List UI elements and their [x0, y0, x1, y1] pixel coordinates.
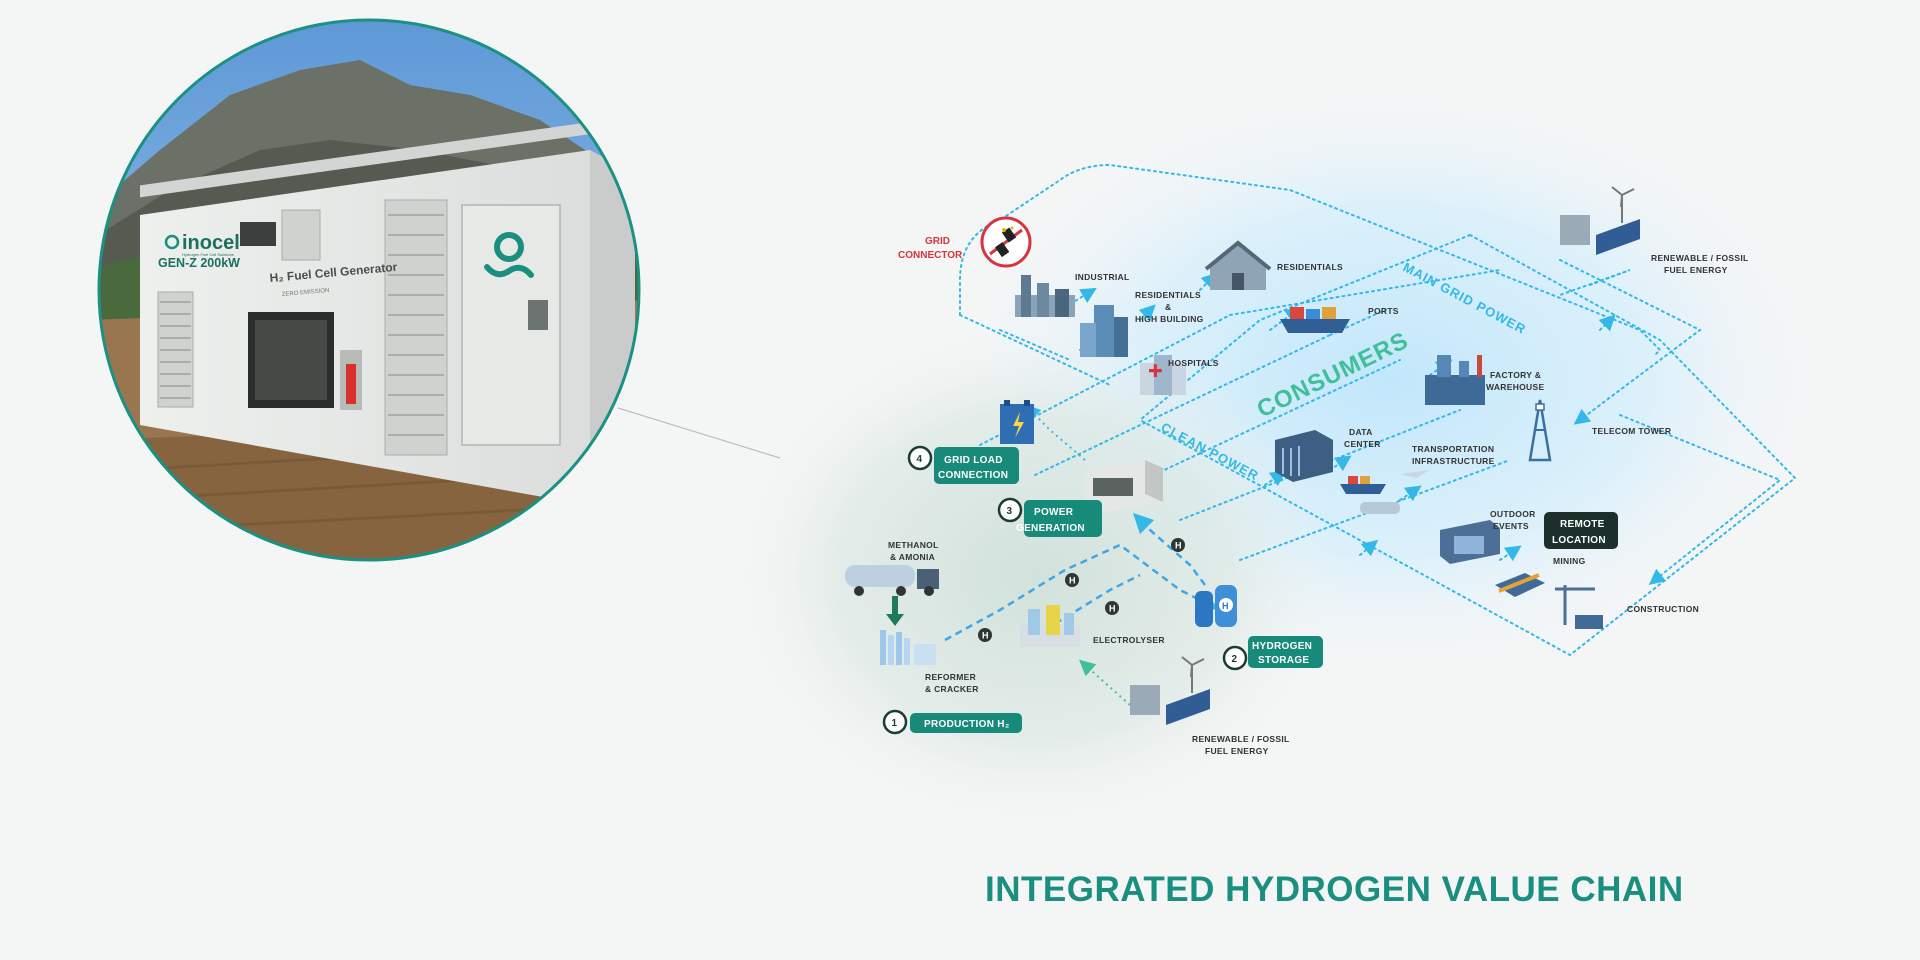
svg-text:3: 3 — [1007, 506, 1013, 517]
industrial-icon — [1015, 275, 1075, 317]
generator-brand-tagline: Hydrogen Fuel Cell Solutions — [182, 252, 234, 257]
svg-text:H: H — [1222, 601, 1229, 611]
grid-connector-label-2: CONNECTOR — [898, 250, 963, 261]
residentials-label: RESIDENTIALS — [1277, 262, 1343, 272]
reformer-icon — [880, 630, 936, 665]
svg-text:POWER: POWER — [1034, 507, 1074, 518]
transport-label-1: TRANSPORTATION — [1412, 444, 1494, 454]
renewable-bottom-label-2: FUEL ENERGY — [1205, 746, 1269, 756]
svg-text:GRID LOAD: GRID LOAD — [944, 455, 1003, 466]
generator-photo — [99, 20, 639, 560]
high-building-icon — [1080, 305, 1128, 357]
svg-text:H: H — [1069, 576, 1076, 586]
hospital-icon — [1140, 355, 1186, 395]
res-high-label-3: HIGH BUILDING — [1135, 314, 1204, 324]
res-high-label-2: & — [1165, 302, 1171, 312]
stage-2-badge: 2 HYDROGEN STORAGE — [1222, 636, 1323, 671]
h-marker: H — [1065, 573, 1079, 587]
tanker-truck-icon — [845, 565, 939, 596]
reformer-label-2: & CRACKER — [925, 684, 979, 694]
remote-location-badge: REMOTE LOCATION — [1544, 512, 1618, 549]
svg-text:1: 1 — [892, 718, 898, 729]
ports-label: PORTS — [1368, 306, 1399, 316]
data-center-icon — [1275, 430, 1333, 482]
grid-connector-icon — [980, 216, 1032, 268]
h-marker: H — [1105, 601, 1119, 615]
svg-text:CONNECTION: CONNECTION — [938, 470, 1008, 481]
ship-icon — [1280, 307, 1350, 333]
inocel-logo-icon — [484, 232, 534, 278]
renewable-energy-bottom-icon — [1130, 656, 1210, 725]
electrolyser-icon — [1020, 605, 1080, 647]
transformer-icon — [1000, 400, 1034, 444]
callout-line — [617, 407, 781, 459]
generator-note: ZERO EMISSION — [282, 288, 330, 298]
truck-down-arrow-icon — [886, 596, 904, 626]
reformer-label-1: REFORMER — [925, 672, 976, 682]
electrolyser-label: ELECTROLYSER — [1093, 635, 1165, 645]
svg-text:GENERATION: GENERATION — [1016, 523, 1085, 534]
house-icon — [1204, 240, 1272, 290]
methanol-label-1: METHANOL — [888, 540, 939, 550]
renewable-energy-top-icon — [1560, 186, 1640, 255]
telecom-label: TELECOM TOWER — [1592, 426, 1671, 436]
transport-icon — [1340, 470, 1430, 514]
mining-icon — [1495, 573, 1545, 597]
svg-text:2: 2 — [1232, 654, 1238, 665]
generator-model: GEN-Z 200kW — [158, 256, 240, 270]
renewable-feed-line — [1079, 659, 1131, 706]
outdoor-events-icon — [1440, 520, 1500, 564]
svg-text:REMOTE: REMOTE — [1560, 519, 1605, 530]
h-markers: H H H H — [978, 538, 1185, 642]
stage-3-badge: 3 POWER GENERATION — [997, 497, 1102, 537]
svg-text:HYDROGEN: HYDROGEN — [1252, 641, 1312, 652]
res-high-label-1: RESIDENTIALS — [1135, 290, 1201, 300]
svg-text:STORAGE: STORAGE — [1258, 655, 1309, 666]
svg-text:PRODUCTION H₂: PRODUCTION H₂ — [924, 719, 1010, 730]
renewable-bottom-label-1: RENEWABLE / FOSSIL — [1192, 734, 1290, 744]
factory-label-2: WAREHOUSE — [1486, 382, 1544, 392]
svg-text:H: H — [982, 631, 989, 641]
renewable-top-label-1: RENEWABLE / FOSSIL — [1651, 253, 1749, 263]
transport-label-2: INFRASTRUCTURE — [1412, 456, 1495, 466]
data-center-label-1: DATA — [1349, 427, 1373, 437]
svg-text:LOCATION: LOCATION — [1552, 535, 1606, 546]
generator-brand: inocel — [182, 232, 240, 254]
industrial-label: INDUSTRIAL — [1075, 272, 1129, 282]
construction-label: CONSTRUCTION — [1627, 604, 1699, 614]
mining-label: MINING — [1553, 556, 1586, 566]
outdoor-label-1: OUTDOOR — [1490, 509, 1536, 519]
photo-frame — [97, 18, 641, 562]
outdoor-label-2: EVENTS — [1493, 521, 1529, 531]
grid-connector-label: GRID — [925, 236, 950, 247]
hospitals-label: HOSPITALS — [1168, 358, 1219, 368]
svg-text:4: 4 — [917, 454, 923, 465]
fuel-cell-generator-icon — [1085, 460, 1163, 512]
data-center-label-2: CENTER — [1344, 439, 1381, 449]
construction-icon — [1555, 585, 1603, 629]
page-title: INTEGRATED HYDROGEN VALUE CHAIN — [985, 870, 1684, 909]
stage-1-badge: 1 PRODUCTION H₂ — [882, 709, 1022, 735]
h-marker: H — [1171, 538, 1185, 552]
h-marker: H — [978, 628, 992, 642]
methanol-label-2: & AMONIA — [890, 552, 935, 562]
stage-4-badge: 4 GRID LOAD CONNECTION — [907, 445, 1019, 484]
factory-icon — [1425, 355, 1485, 405]
svg-text:H: H — [1175, 541, 1182, 551]
brand-mark-icon — [164, 234, 180, 250]
telecom-tower-icon — [1528, 399, 1552, 462]
hydrogen-storage-icon: H — [1195, 585, 1237, 627]
factory-label-1: FACTORY & — [1490, 370, 1541, 380]
svg-text:H: H — [1109, 604, 1116, 614]
renewable-top-label-2: FUEL ENERGY — [1664, 265, 1728, 275]
